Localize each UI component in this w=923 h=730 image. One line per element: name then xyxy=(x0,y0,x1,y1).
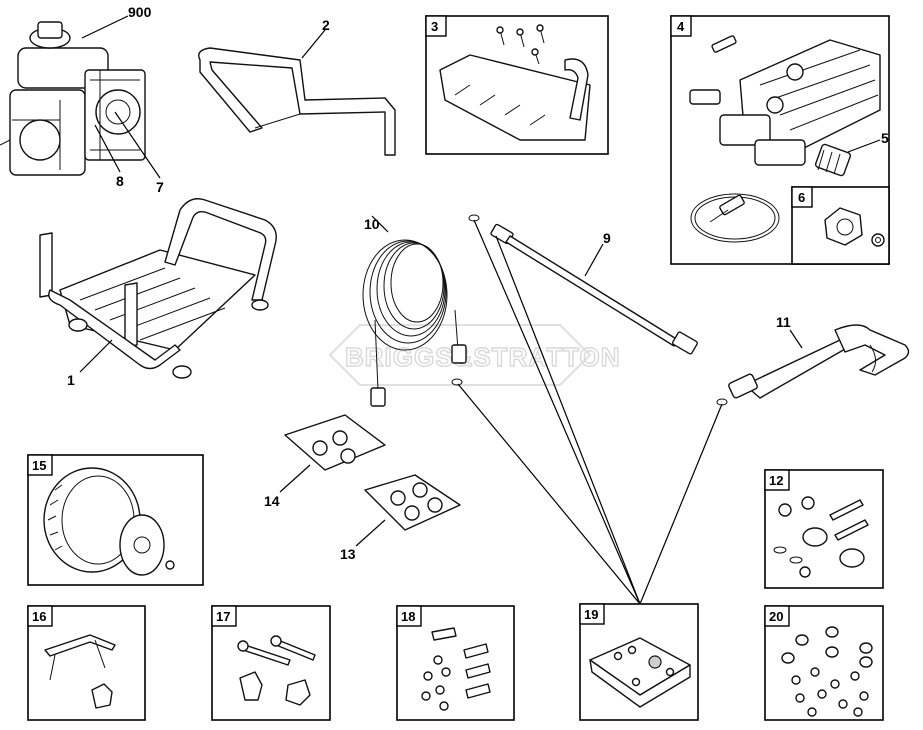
box-12-label: 12 xyxy=(769,473,783,488)
box-15-label: 15 xyxy=(32,458,46,473)
box-6-label: 6 xyxy=(798,190,805,205)
oring-and-bolt xyxy=(690,193,780,243)
callout-fitting-bag-13: 13 xyxy=(340,546,356,562)
frame-illustration[interactable] xyxy=(39,198,277,379)
feet-kit-illustration xyxy=(773,496,869,578)
box-18-label: 18 xyxy=(401,609,415,624)
callout-inlet: 5 xyxy=(881,130,889,146)
box-4-label: 4 xyxy=(677,19,685,34)
callout-handle: 2 xyxy=(322,17,330,33)
box-20-label: 20 xyxy=(769,609,783,624)
pump-illustration xyxy=(689,35,881,166)
hose-oring xyxy=(451,378,463,386)
callout-frame: 1 xyxy=(67,372,75,388)
callout-hose: 10 xyxy=(364,216,380,232)
inlet-fitting xyxy=(814,143,852,177)
box-19-label: 19 xyxy=(584,607,598,622)
leader-lines-19 xyxy=(457,219,723,605)
shroud-illustration xyxy=(439,24,591,141)
nozzle-holder-illustration xyxy=(589,637,691,708)
box-3-label: 3 xyxy=(431,19,438,34)
inlet-coupler xyxy=(824,207,885,247)
bolt-kit-17-illustration xyxy=(237,635,316,706)
watermark-text: BRIGGS&STRATTON xyxy=(345,342,620,372)
callout-gun: 11 xyxy=(776,314,791,330)
wheel-illustration xyxy=(43,467,175,576)
box-17-label: 17 xyxy=(216,609,230,624)
fitting-bag-14[interactable] xyxy=(284,414,386,471)
fitting-bag-13[interactable] xyxy=(364,474,461,531)
engine-illustration[interactable] xyxy=(0,21,146,176)
callout-air-filter: 8 xyxy=(116,173,124,189)
mount-kit-20-illustration xyxy=(781,626,873,717)
callout-recoil: 7 xyxy=(156,179,164,195)
spray-gun-illustration[interactable] xyxy=(716,324,910,406)
callout-fitting-bag-14: 14 xyxy=(264,493,280,509)
watermark-logo: BRIGGS&STRATTON xyxy=(328,324,620,386)
hardware-kit-18-illustration xyxy=(421,627,491,711)
hose-illustration[interactable] xyxy=(362,239,467,407)
handle-illustration[interactable] xyxy=(198,47,396,156)
bracket-illustration xyxy=(44,634,116,709)
wand-illustration[interactable] xyxy=(468,214,698,355)
callout-wand: 9 xyxy=(603,230,611,246)
callout-engine: 900 xyxy=(128,4,152,20)
box-16-label: 16 xyxy=(32,609,46,624)
